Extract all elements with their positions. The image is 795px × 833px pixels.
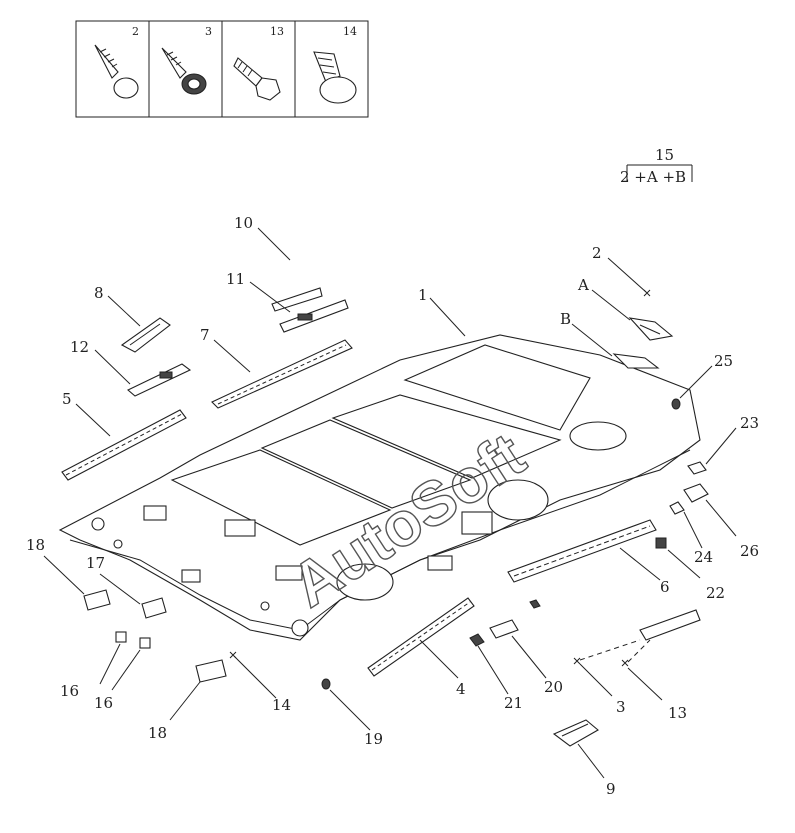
part-24-clip [669, 501, 685, 515]
part-10-trim-strip [271, 287, 323, 312]
clip-14-icon [313, 51, 357, 104]
callout-14: 14 [272, 696, 291, 714]
part-11-trim-strip [279, 299, 349, 333]
inset-label-14: 14 [343, 25, 357, 38]
callout-4: 4 [456, 680, 466, 698]
part-19-clip [321, 678, 331, 690]
kit-contents: 2 +A +B [620, 168, 686, 186]
callout-9: 9 [606, 780, 616, 798]
callout-18a: 18 [26, 536, 45, 554]
callout-26: 26 [740, 542, 759, 560]
callout-5: 5 [62, 390, 72, 408]
part-17-pad [141, 597, 167, 619]
bolt-13-icon [233, 57, 281, 101]
part-18b-pad [195, 659, 227, 683]
fastener-inset: 2 3 13 14 [75, 20, 369, 118]
part-B-lamp [612, 353, 660, 369]
part-A-lamp [628, 317, 674, 341]
callout-8: 8 [94, 284, 104, 302]
callouts: 10 11 8 12 7 5 1 2 A B 25 23 26 24 22 6 … [26, 214, 759, 798]
callout-21: 21 [504, 694, 523, 712]
callout-6: 6 [660, 578, 670, 596]
callout-24: 24 [694, 548, 713, 566]
part-16a-pad [115, 631, 127, 643]
headliner-panel [58, 334, 701, 641]
part-21-clip [469, 599, 541, 647]
callout-A: A [577, 276, 589, 294]
part-9-handle [552, 719, 599, 747]
inset-label-13: 13 [270, 25, 284, 38]
callout-19: 19 [364, 730, 383, 748]
part-13-bracket [639, 609, 701, 641]
part-5-weatherstrip [61, 409, 187, 481]
callout-1: 1 [418, 286, 428, 304]
part-12-bracket [127, 363, 192, 397]
callout-16a: 16 [60, 682, 79, 700]
callout-B: B [560, 310, 571, 328]
callout-16b: 16 [94, 694, 113, 712]
part-22-clip [655, 537, 667, 549]
callout-12: 12 [70, 338, 89, 356]
part-16b-pad [139, 637, 151, 649]
part-20-pad [489, 619, 519, 639]
callout-22: 22 [706, 584, 725, 602]
screw-2-icon [94, 44, 139, 99]
callout-7: 7 [200, 326, 210, 344]
callout-17: 17 [86, 554, 105, 572]
part-4-weatherstrip [367, 597, 475, 677]
part-18a-pad [83, 589, 111, 611]
part-6-rail [507, 519, 657, 583]
part-23-pad [687, 461, 707, 475]
part-8-handle [120, 317, 171, 353]
callout-10: 10 [234, 214, 253, 232]
callout-13: 13 [668, 704, 687, 722]
part-7-weatherstrip [211, 339, 353, 409]
callout-2: 2 [592, 244, 602, 262]
leader-lines [43, 227, 737, 779]
callout-18b: 18 [148, 724, 167, 742]
callout-25: 25 [714, 352, 733, 370]
part-25-clip [671, 398, 681, 410]
inset-label-2: 2 [132, 25, 139, 38]
part-26-pad [683, 483, 709, 503]
kit-number: 15 [655, 146, 674, 164]
screw-3-icon [161, 47, 207, 95]
callout-23: 23 [740, 414, 759, 432]
kit-15-group: 15 2 +A +B [620, 146, 693, 186]
callout-11: 11 [226, 270, 245, 288]
callout-3: 3 [616, 698, 626, 716]
inset-label-3: 3 [205, 25, 212, 38]
callout-20: 20 [544, 678, 563, 696]
